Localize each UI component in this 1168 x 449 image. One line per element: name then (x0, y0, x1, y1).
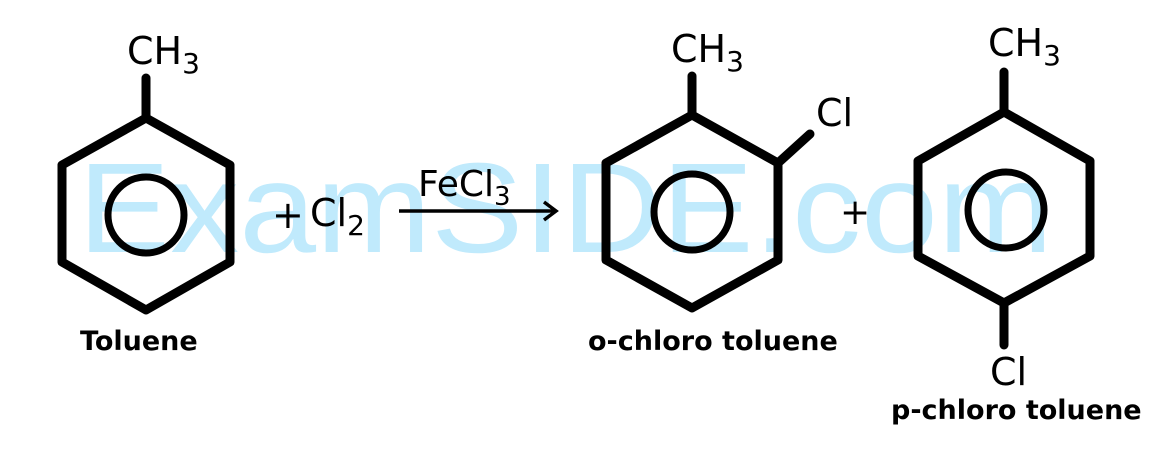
p-chlorotoluene-aromatic-circle (964, 168, 1048, 252)
o-chlorotoluene-name-label: o-chloro toluene (588, 326, 838, 357)
watermark: ExamSIDE.com (78, 137, 1053, 280)
catalyst-label: FeCl3 (418, 164, 511, 212)
o-chlorotoluene-ch3-label: CH3 (671, 27, 744, 78)
p-chlorotoluene-molecule: CH3 Cl p-chloro toluene (891, 21, 1142, 426)
toluene-ch3-label: CH3 (127, 29, 200, 80)
arrow-head-icon (542, 200, 559, 222)
toluene-aromatic-circle (104, 173, 188, 257)
o-chlorotoluene-aromatic-circle (650, 170, 734, 254)
p-chlorotoluene-ch3-label: CH3 (988, 21, 1061, 72)
p-chlorotoluene-cl-label: Cl (990, 350, 1027, 394)
p-chlorotoluene-name-label: p-chloro toluene (891, 395, 1142, 426)
plus-sign-2: + (840, 192, 870, 233)
toluene-molecule: CH3 Toluene (57, 29, 235, 357)
plus-sign-1: + (272, 193, 304, 237)
o-chlorotoluene-cl-bond (773, 129, 815, 168)
o-chlorotoluene-molecule: CH3 Cl o-chloro toluene (588, 27, 853, 357)
toluene-name-label: Toluene (80, 326, 198, 357)
reaction-arrow-group: FeCl3 (399, 164, 559, 222)
toluene-benzene-ring (57, 113, 235, 315)
chlorine-reagent: Cl2 (310, 191, 365, 242)
o-chlorotoluene-cl-label: Cl (816, 91, 853, 135)
